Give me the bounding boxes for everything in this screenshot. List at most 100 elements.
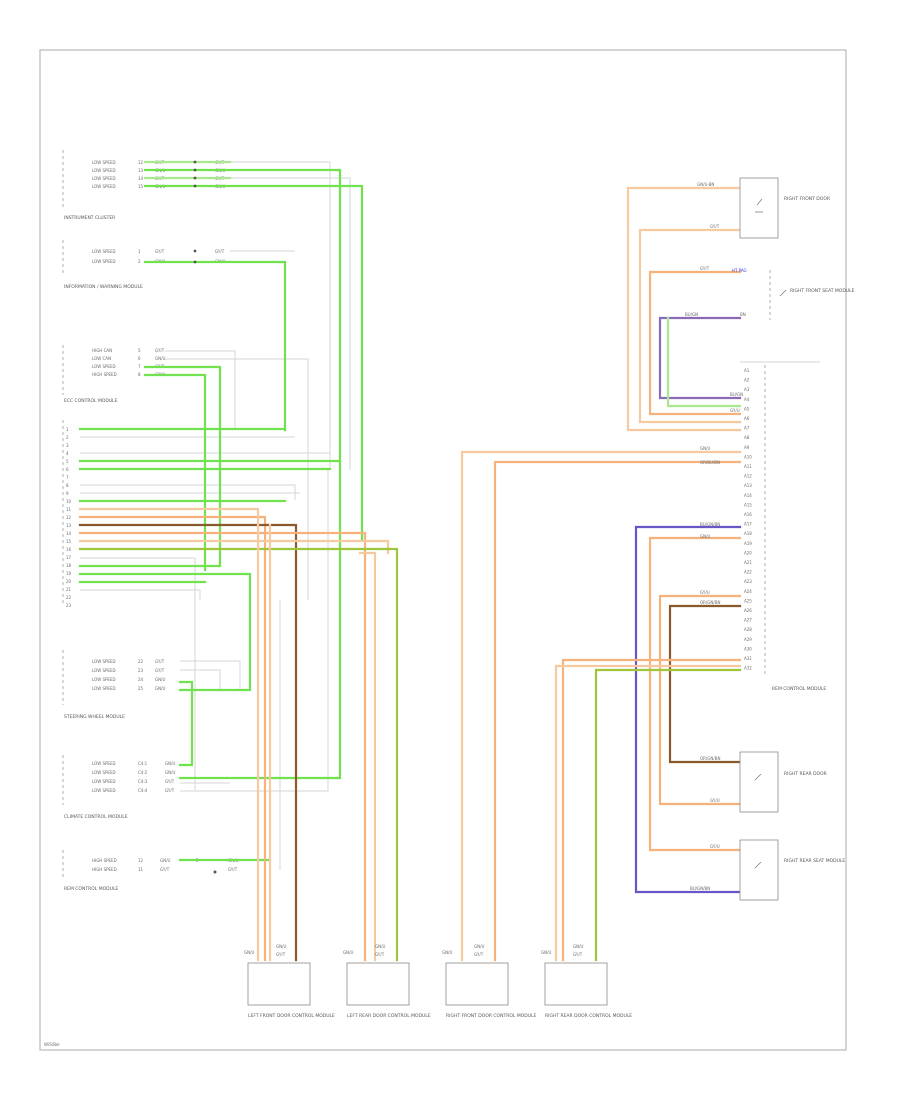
pin-number: A19 [744,541,752,546]
svg-text:GY/T: GY/T [155,659,165,664]
pin-number: 17 [66,555,72,560]
pin-number: 7 [66,475,69,480]
svg-text:24: 24 [138,677,144,682]
pin-number: A25 [744,598,752,603]
gray-wires [80,161,820,870]
pin-number: A28 [744,627,752,632]
svg-text:GY/T: GY/T [215,249,225,254]
pin-number: A10 [744,454,752,459]
svg-text:OR/GN/BN: OR/GN/BN [700,756,720,761]
svg-text:GN/U: GN/U [244,950,254,955]
label-instrument-cluster: INSTRUMENT CLUSTER [64,215,115,221]
svg-text:LEFT REAR DOOR CONTROL MODULE: LEFT REAR DOOR CONTROL MODULE [347,1013,431,1019]
svg-text:LOW SPEED: LOW SPEED [92,761,116,766]
svg-text:GY/T: GY/T [165,788,175,793]
svg-text:LOW CAN: LOW CAN [92,356,111,361]
pin-number: A20 [744,550,752,555]
svg-text:GY/T: GY/T [155,668,165,673]
pin-number: A18 [744,531,752,536]
pin-number: 6 [66,467,69,472]
svg-text:11: 11 [138,867,144,872]
svg-text:2: 2 [138,259,141,264]
pin-number: A8 [744,435,750,440]
pin-number: A17 [744,522,752,527]
svg-text:1: 1 [138,249,141,254]
svg-text:23: 23 [138,668,144,673]
svg-text:GY/T: GY/T [165,779,175,784]
svg-text:LOW SPEED: LOW SPEED [92,770,116,775]
green-wires [78,160,364,862]
pin-number: 16 [66,547,72,552]
pin-number: 9 [66,491,69,496]
pin-number: 20 [66,579,72,584]
svg-text:GN/U: GN/U [375,944,385,949]
svg-text:GN/U: GN/U [343,950,353,955]
svg-text:GN/U: GN/U [474,944,484,949]
svg-text:C4:4: C4:4 [138,788,148,793]
svg-text:HIGH SPEED: HIGH SPEED [92,372,117,377]
svg-text:GY/T: GY/T [276,952,286,957]
module-right-rear-door: RIGHT REAR DOOR [739,751,827,813]
svg-text:OR/BU/BN: OR/BU/BN [700,460,720,465]
svg-text:GN/U: GN/U [165,761,175,766]
pin-number: A13 [744,483,752,488]
svg-text:GY/T: GY/T [228,867,238,872]
svg-text:GN/U: GN/U [155,686,165,691]
svg-text:LOW SPEED: LOW SPEED [92,364,116,369]
svg-text:HIGH SPEED: HIGH SPEED [92,867,117,872]
svg-text:GY/U: GY/U [710,798,720,803]
module-left-rear-door: GN/UGN/UGY/T LEFT REAR DOOR CONTROL MODU… [343,944,431,1019]
svg-text:GY/T: GY/T [474,952,484,957]
svg-text:GY/T: GY/T [160,867,170,872]
label-rem-control-left: REM CONTROL MODULE [64,886,118,892]
svg-text:LOW SPEED: LOW SPEED [92,259,116,264]
svg-text:LOW SPEED: LOW SPEED [92,184,116,189]
svg-text:GN/U: GN/U [160,858,170,863]
svg-text:RIGHT FRONT DOOR: RIGHT FRONT DOOR [784,196,830,202]
module-right-front-door-bottom: GN/UGN/UGY/T RIGHT FRONT DOOR CONTROL MO… [442,944,537,1019]
pin-number: A29 [744,637,752,642]
svg-text:GY/U: GY/U [730,408,740,413]
pin-number: 11 [66,507,72,512]
svg-text:12: 12 [138,858,144,863]
pin-number: A32 [744,666,752,671]
svg-text:GN/U: GN/U [700,446,710,451]
svg-text:GY/T: GY/T [573,952,583,957]
pin-number: A22 [744,570,752,575]
pin-number: 12 [66,515,72,520]
svg-text:BU/GN/BN: BU/GN/BN [690,886,710,891]
svg-text:GN/U: GN/U [155,677,165,682]
svg-text:GN/U: GN/U [165,770,175,775]
pin-number: 13 [66,523,72,528]
svg-text:GN/U: GN/U [442,950,452,955]
pin-number: 4 [66,451,69,456]
svg-text:LOW SPEED: LOW SPEED [92,160,116,165]
svg-text:GN/U: GN/U [155,356,165,361]
pin-number: A3 [744,387,750,392]
diagram-frame [39,49,847,1051]
svg-text:25: 25 [138,686,144,691]
pin-number: 14 [66,531,72,536]
pin-number: 22 [66,595,72,600]
svg-text:15: 15 [138,184,144,189]
svg-text:22: 22 [138,659,144,664]
pin-number: A23 [744,579,752,584]
pin-number: A2 [744,378,750,383]
pin-number: A12 [744,474,752,479]
svg-text:14: 14 [138,176,144,181]
svg-text:BU/GN: BU/GN [685,312,698,317]
svg-text:RIGHT REAR SEAT MODULE: RIGHT REAR SEAT MODULE [784,858,845,864]
splice-dots [193,160,197,264]
svg-text:HT PAG: HT PAG [732,268,747,273]
pin-number: 8 [66,483,69,488]
svg-text:GN/U: GN/U [276,944,286,949]
label-steering-wheel: STEERING WHEEL MODULE [64,714,125,720]
pin-number: A30 [744,646,752,651]
svg-text:RIGHT REAR DOOR: RIGHT REAR DOOR [784,771,827,777]
svg-text:GN/U: GN/U [541,950,551,955]
pin-number: A11 [744,464,752,469]
svg-text:8: 8 [138,372,141,377]
